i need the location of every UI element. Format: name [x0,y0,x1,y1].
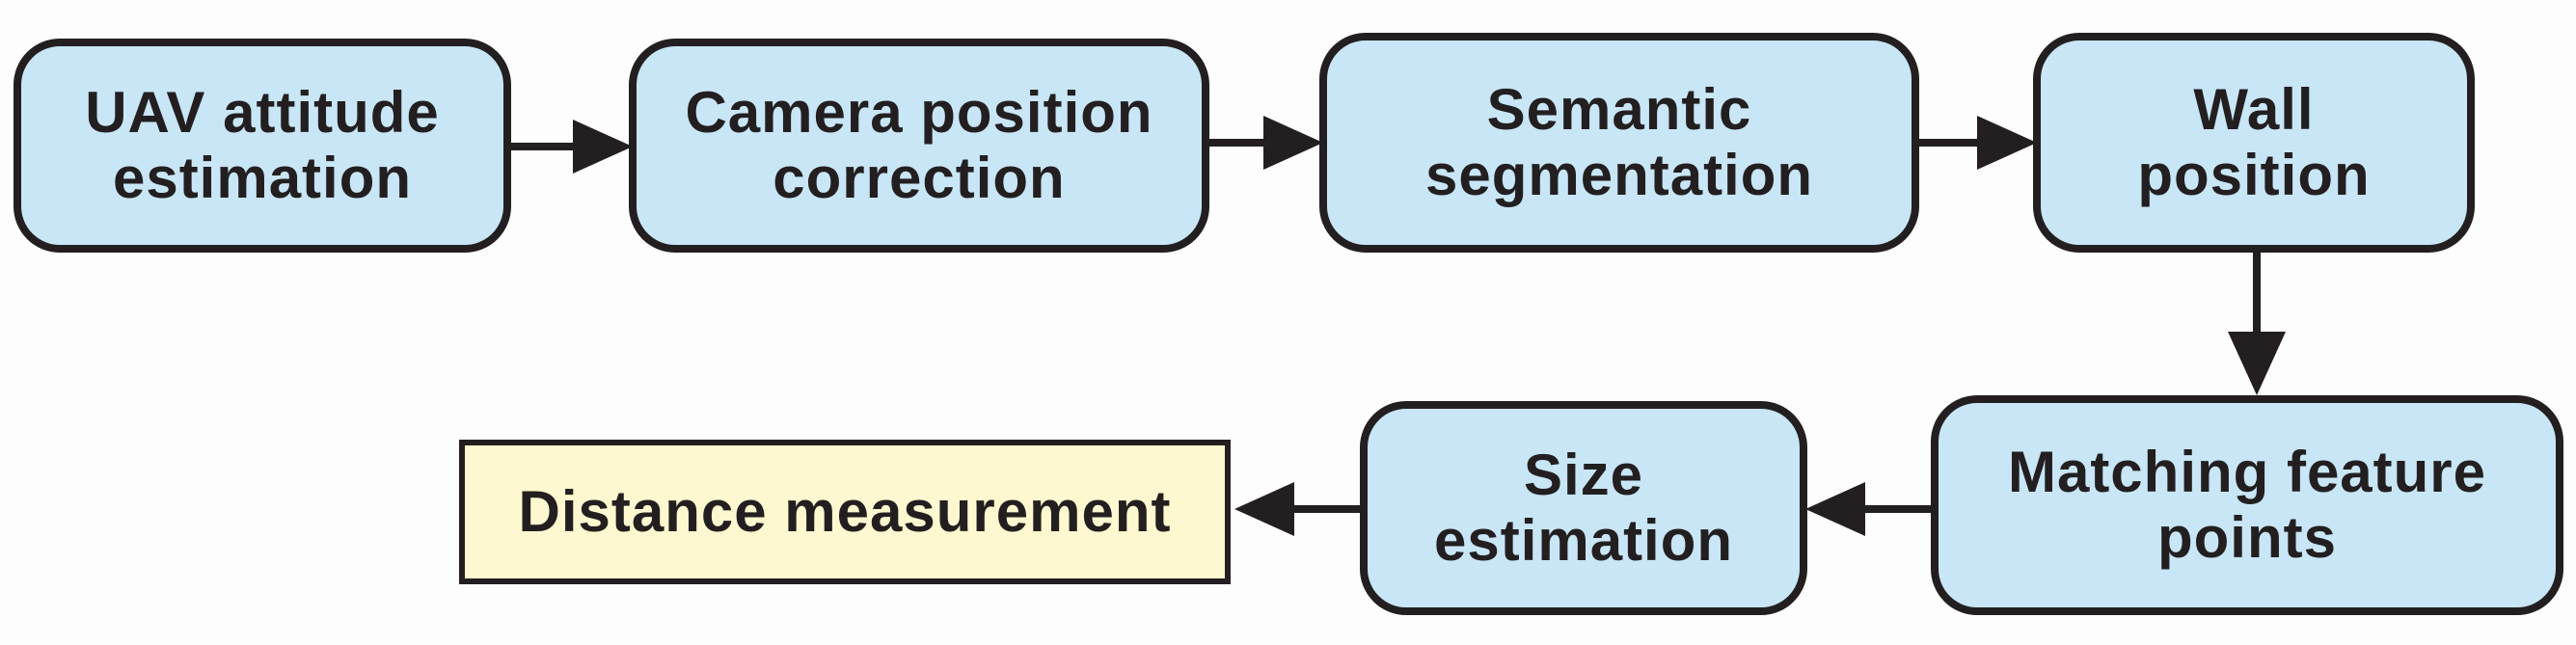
arrowhead-icon [1805,482,1865,536]
node-label: Wall position [2137,77,2371,207]
node-label: Size estimation [1433,443,1734,573]
node-distance-measurement: Distance measurement [459,440,1231,584]
arrow-semantic-to-wall [1915,116,2037,170]
arrow-wall-to-matching [2228,249,2286,395]
arrow-uav-to-camera [507,120,633,174]
node-label: Camera position correction [685,80,1153,210]
arrowhead-icon [1263,116,1323,170]
node-matching-feature-points: Matching feature points [1931,395,2563,615]
node-camera-position-correction: Camera position correction [629,39,1209,253]
node-label: UAV attitude estimation [85,80,440,210]
node-label: Semantic segmentation [1424,77,1814,207]
arrowhead-icon [573,120,633,174]
node-label: Matching feature points [2007,440,2487,570]
arrowhead-icon [1234,482,1294,536]
arrow-camera-to-semantic [1206,116,1323,170]
arrow-matching-to-size [1805,482,1935,536]
arrowhead-icon [1977,116,2037,170]
node-size-estimation: Size estimation [1360,401,1807,615]
arrowhead-icon [2228,332,2286,395]
node-wall-position: Wall position [2033,33,2475,253]
node-uav-attitude-estimation: UAV attitude estimation [14,39,511,253]
node-label: Distance measurement [518,479,1172,544]
arrow-size-to-distance [1234,482,1366,536]
node-semantic-segmentation: Semantic segmentation [1319,33,1919,253]
